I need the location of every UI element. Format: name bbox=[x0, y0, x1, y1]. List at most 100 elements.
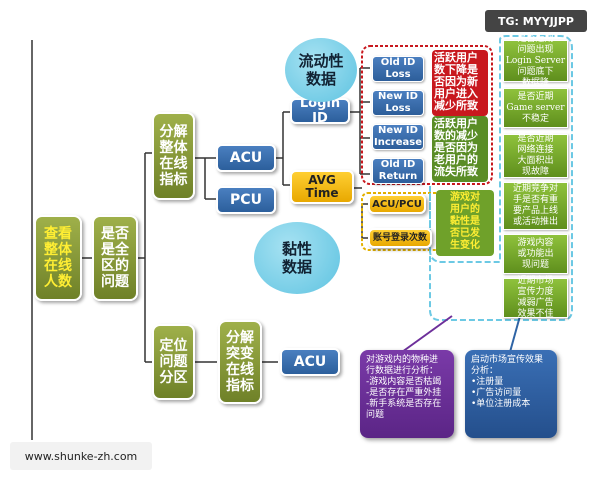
green-check-game-server: 是否近期 Game server 不稳定 bbox=[503, 88, 568, 128]
sticky-note-line4: 否已发 bbox=[450, 228, 480, 239]
purple-line3: -游戏内容是否枯竭 bbox=[366, 377, 442, 387]
green0-line3: Login Server bbox=[505, 55, 566, 66]
green0-line5: 数据降 bbox=[521, 77, 549, 88]
green-check-marketing: 近期市场 宣传力度 减弱广告 效果不佳 bbox=[503, 276, 568, 319]
account-login-node: 账号登录次数 bbox=[368, 228, 432, 248]
decompose-online-line3: 在线 bbox=[159, 156, 188, 172]
red-bottom-line2: 数的减少 bbox=[434, 129, 478, 142]
green-check-login-server: 是否近期 问题出现 Login Server 问题底下 数据降 bbox=[503, 34, 568, 88]
acu-pcu-node: ACU/PCU bbox=[368, 194, 426, 214]
sticky-note-line5: 生变化 bbox=[450, 240, 480, 251]
callout-blue: 启动市场宣传效果 分析： •注册量 •广告访问量 •单位注册成本 bbox=[465, 350, 557, 438]
green5-line2: 宣传力度 bbox=[517, 287, 554, 297]
old-id-return-line2: Return bbox=[378, 171, 418, 182]
acu-node: ACU bbox=[216, 144, 276, 172]
green2-line2: 网络连接 bbox=[517, 145, 554, 155]
flow-circle-line2: 数据 bbox=[305, 70, 336, 88]
green3-line1: 近期竞争对 bbox=[512, 184, 558, 194]
blue-line2: 分析： bbox=[471, 366, 499, 376]
decompose-online-line2: 整体 bbox=[159, 140, 188, 156]
decompose-online-node: 分解 整体 在线 指标 bbox=[152, 112, 195, 200]
decompose-sudden-line2: 突变 bbox=[226, 346, 254, 362]
green2-line4: 现故障 bbox=[521, 167, 549, 177]
sticky-note-line3: 黏性是 bbox=[450, 216, 480, 227]
green5-line3: 减弱广告 bbox=[517, 298, 554, 308]
is-all-line3: 区的 bbox=[101, 258, 129, 274]
is-all-region-node: 是否 是全 区的 问题 bbox=[92, 215, 138, 301]
green3-line3: 要产品上线 bbox=[512, 206, 558, 216]
purple-line4: -是否存在严重外挂 bbox=[366, 388, 442, 398]
callout-purple: 对游戏内的物种进 行数据进行分析： -游戏内容是否枯竭 -是否存在严重外挂 -新… bbox=[360, 350, 454, 438]
green0-line1: 是否近期 bbox=[517, 33, 554, 44]
flow-circle-line1: 流动性 bbox=[298, 52, 344, 70]
root-line3: 在线 bbox=[44, 258, 72, 274]
decompose-sudden-line4: 指标 bbox=[226, 378, 254, 394]
avg-time-node: AVG Time bbox=[290, 170, 354, 204]
old-id-loss-line1: Old ID bbox=[380, 57, 416, 68]
new-id-increase-node: New ID Increase bbox=[372, 124, 424, 150]
decompose-online-line1: 分解 bbox=[159, 124, 188, 140]
red-bottom-line3: 是否因为 bbox=[434, 141, 478, 154]
decompose-sudden-node: 分解 突变 在线 指标 bbox=[218, 320, 262, 404]
green-check-content: 游戏内容 或功能出 现问题 bbox=[503, 234, 568, 274]
locate-region-line2: 问题 bbox=[159, 354, 188, 370]
green1-line3: 不稳定 bbox=[521, 113, 549, 124]
purple-line1: 对游戏内的物种进 bbox=[366, 355, 439, 365]
locate-region-line1: 定位 bbox=[159, 338, 188, 354]
decompose-sudden-line1: 分解 bbox=[226, 330, 254, 346]
locate-region-line3: 分区 bbox=[159, 370, 188, 386]
decompose-sudden-line3: 在线 bbox=[226, 362, 254, 378]
green4-line2: 或功能出 bbox=[517, 248, 554, 259]
is-all-line4: 问题 bbox=[101, 274, 129, 290]
green1-line2: Game server bbox=[506, 102, 565, 113]
red-bottom-line5: 流失所致 bbox=[434, 165, 478, 178]
sticky-data-circle: 黏性 数据 bbox=[254, 222, 340, 294]
red-bottom-line4: 老用户的 bbox=[434, 153, 478, 166]
purple-line5: -新手系统是否存在 bbox=[366, 399, 442, 409]
watermark-top: TG: MYYJJPP bbox=[485, 10, 587, 32]
green5-line1: 近期市场 bbox=[517, 276, 554, 286]
old-id-loss-node: Old ID Loss bbox=[372, 56, 424, 82]
root-line2: 整体 bbox=[44, 242, 72, 258]
new-id-loss-line1: New ID bbox=[378, 91, 418, 102]
blue-line4: •广告访问量 bbox=[471, 388, 522, 398]
blue-line3: •注册量 bbox=[471, 377, 504, 387]
green2-line3: 大面积出 bbox=[517, 156, 554, 166]
green0-line2: 问题出现 bbox=[517, 44, 554, 55]
purple-line6: 问题 bbox=[366, 410, 385, 420]
red-top-line4: 用户进入 bbox=[434, 87, 478, 100]
root-node: 查看 整体 在线 人数 bbox=[34, 215, 82, 301]
green3-line2: 手是否有重 bbox=[512, 195, 558, 205]
decompose-online-line4: 指标 bbox=[159, 172, 188, 188]
new-id-increase-line1: New ID bbox=[378, 125, 418, 136]
sticky-note: 游戏对 用户的 黏性是 否已发 生变化 bbox=[436, 190, 494, 256]
root-line1: 查看 bbox=[44, 226, 72, 242]
root-line4: 人数 bbox=[44, 274, 72, 290]
red-note-bottom: 活跃用户 数的减少 是否因为 老用户的 流失所致 bbox=[432, 116, 488, 182]
sticky-note-line2: 用户的 bbox=[450, 204, 480, 215]
is-all-line1: 是否 bbox=[101, 226, 129, 242]
blue-line5: •单位注册成本 bbox=[471, 399, 531, 409]
green4-line1: 游戏内容 bbox=[517, 237, 554, 248]
sticky-note-line1: 游戏对 bbox=[450, 192, 480, 203]
green-check-competitor: 近期竞争对 手是否有重 要产品上线 或活动推出 bbox=[503, 182, 568, 230]
pcu-node: PCU bbox=[216, 186, 276, 214]
watermark-bottom: www.shunke-zh.com bbox=[10, 442, 152, 470]
red-top-line3: 否因为新 bbox=[434, 75, 478, 88]
sticky-circle-line1: 黏性 bbox=[281, 240, 312, 258]
green-check-network: 是否近期 网络连接 大面积出 现故障 bbox=[503, 134, 568, 178]
red-top-line2: 数下降是 bbox=[434, 63, 478, 76]
red-top-line5: 减少所致 bbox=[434, 99, 478, 112]
purple-line2: 行数据进行分析： bbox=[366, 366, 439, 376]
locate-region-node: 定位 问题 分区 bbox=[152, 324, 195, 400]
is-all-line2: 是全 bbox=[101, 242, 129, 258]
green4-line3: 现问题 bbox=[521, 259, 549, 270]
old-id-return-line1: Old ID bbox=[380, 159, 416, 170]
green0-line4: 问题底下 bbox=[517, 66, 554, 77]
new-id-loss-line2: Loss bbox=[385, 103, 411, 114]
green5-line4: 效果不佳 bbox=[517, 309, 554, 319]
red-bottom-line1: 活跃用户 bbox=[434, 117, 478, 130]
red-top-line1: 活跃用户 bbox=[434, 51, 478, 64]
green3-line4: 或活动推出 bbox=[512, 217, 558, 227]
flow-data-circle: 流动性 数据 bbox=[285, 38, 357, 102]
